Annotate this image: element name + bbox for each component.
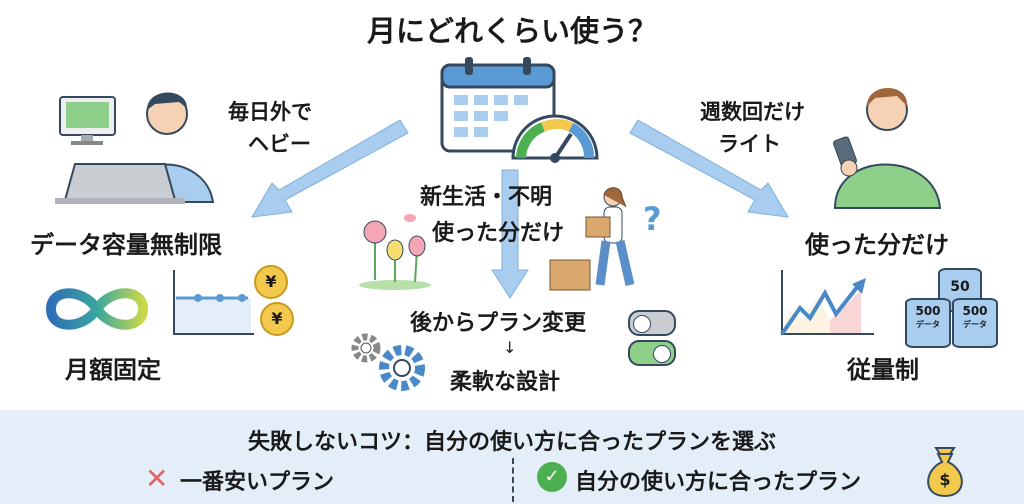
usage-growth-chart xyxy=(780,270,874,336)
data-unit: データ xyxy=(916,320,940,329)
data-amount: 500 xyxy=(915,304,941,318)
metered-plan-label: 従量制 xyxy=(847,356,919,384)
heavy-usage-line-1: 毎日外で xyxy=(228,100,312,124)
new-life-line-1: 新生活・不明 xyxy=(420,185,553,210)
gauge-icon xyxy=(511,114,599,163)
moving-person-illustration xyxy=(549,187,635,291)
good-choice-label: 自分の使い方に合ったプラン xyxy=(575,470,862,495)
pay-per-use-heading: 使った分だけ xyxy=(805,231,949,259)
money-bag-icon xyxy=(927,447,963,498)
data-amount: 500 xyxy=(962,304,988,318)
light-usage-line-1: 週数回だけ xyxy=(700,100,805,124)
bad-choice-label: 一番安いプラン xyxy=(180,470,335,495)
check-icon: ✓ xyxy=(537,462,567,492)
page-title: 月にどれくらい使う？ xyxy=(366,14,657,48)
new-life-usage-label: 新生活・不明 使った分だけ xyxy=(420,180,564,252)
heavy-usage-line-2: ヘビー xyxy=(248,132,311,156)
flexible-design-label: 柔軟な設計 xyxy=(450,370,561,395)
unlimited-plan-heading: データ容量無制限 xyxy=(30,231,222,259)
data-amount: 50 xyxy=(950,279,970,295)
yen-coin-icon: ¥ xyxy=(254,265,288,299)
light-usage-label: 週数回だけ ライト xyxy=(700,96,805,160)
gears-icon xyxy=(351,333,425,391)
change-plan-later-label: 後からプラン変更 xyxy=(410,311,587,336)
person-phone-illustration xyxy=(833,88,942,209)
down-arrow-glyph: ↓ xyxy=(503,338,517,357)
flat-rate-chart xyxy=(173,270,254,335)
light-usage-line-2: ライト xyxy=(718,132,781,156)
fixed-monthly-label: 月額固定 xyxy=(65,356,161,384)
toggle-on-icon xyxy=(628,340,676,366)
divider xyxy=(512,458,514,502)
question-mark-icon: ? xyxy=(643,200,662,238)
data-unit: データ xyxy=(963,320,987,329)
tip-heading: 失敗しないコツ：自分の使い方に合ったプランを選ぶ xyxy=(247,430,776,455)
money-symbol: $ xyxy=(939,470,951,489)
data-stack-500: 500 データ xyxy=(952,298,998,348)
cross-icon: ✕ xyxy=(145,462,169,495)
person-laptop-illustration xyxy=(55,92,215,204)
yen-coin-icon: ¥ xyxy=(260,302,294,336)
infinity-icon xyxy=(45,288,149,330)
heavy-usage-label: 毎日外で ヘビー xyxy=(228,96,312,160)
data-stack-500: 500 データ xyxy=(905,298,951,348)
flowers-illustration xyxy=(359,214,431,290)
new-life-line-2: 使った分だけ xyxy=(432,221,565,246)
toggle-off-icon xyxy=(628,310,676,336)
